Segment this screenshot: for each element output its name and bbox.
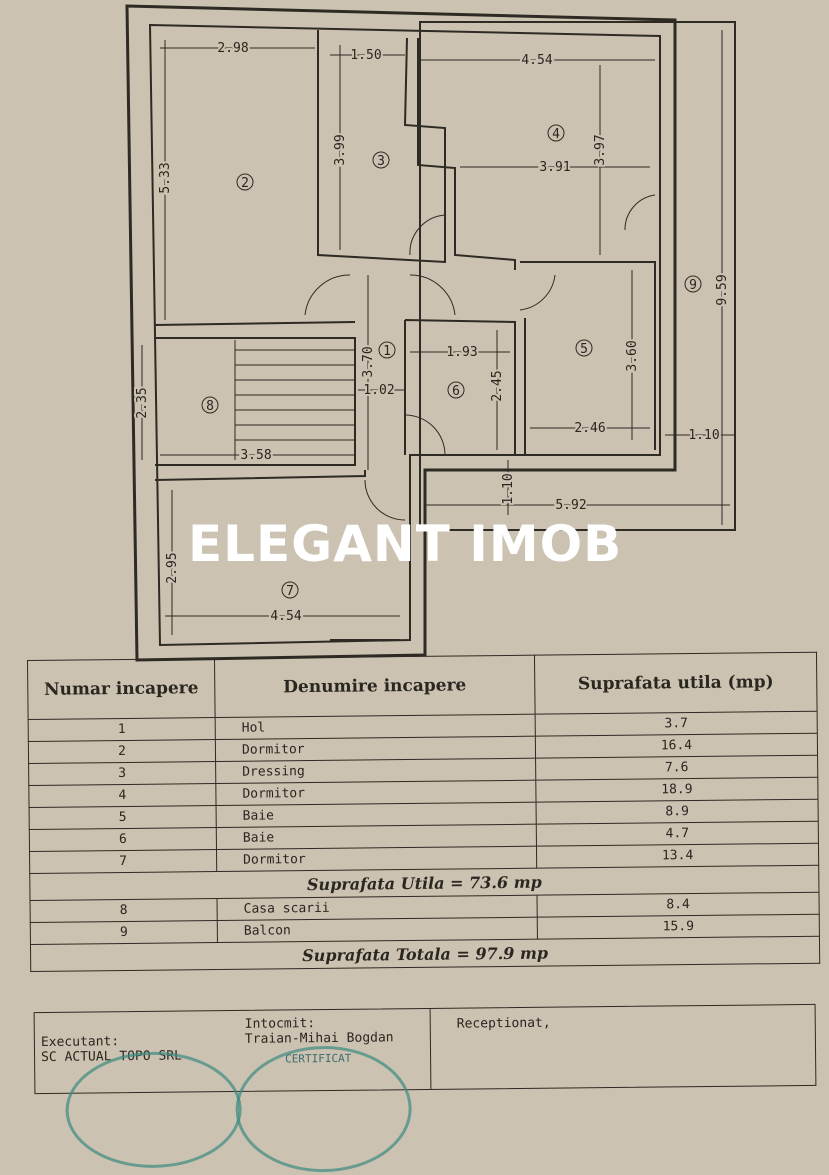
watermark: ELEGANT IMOB: [188, 515, 623, 573]
divider: [429, 1008, 432, 1089]
header-number: Numar incapere: [27, 658, 216, 720]
room-number-cell: 6: [29, 827, 217, 852]
intocmit-label: Intocmit:: [244, 1016, 316, 1032]
dimension-label: 1.93: [446, 345, 477, 360]
room-area-cell: 8.4: [536, 892, 820, 918]
room-number: 6: [452, 384, 460, 399]
dimension-labels: 2.98 1.50 4.54 5.33 3.99 3.97 3.91 9.59 …: [133, 39, 732, 626]
room-area-cell: 15.9: [537, 914, 820, 940]
dimension-label: 2.35: [135, 387, 150, 418]
dimension-label: 2.98: [217, 41, 248, 56]
room-number: 9: [689, 278, 697, 293]
room-number-cell: 5: [29, 805, 217, 830]
certificate-stamp: [234, 1045, 413, 1173]
dimension-lines: [141, 30, 735, 635]
inner-wall: [148, 23, 661, 647]
dimension-label: 3.97: [593, 134, 608, 165]
room-number: 4: [552, 127, 560, 142]
room-number: 1: [383, 344, 391, 359]
header-area: Suprafata utila (mp): [534, 652, 818, 715]
signature-block: Executant: SC ACTUAL TOPO SRL Intocmit: …: [33, 1003, 817, 1173]
floor-plan: 1 2 3 4 5 6 7 8 9 2.98 1.50 4.54 5.33 3.…: [125, 4, 736, 662]
room-area-cell: 16.4: [535, 733, 818, 759]
dimension-label: 3.99: [333, 134, 348, 165]
room-number-cell: 4: [28, 783, 217, 808]
room-area-cell: 13.4: [536, 843, 819, 869]
dimension-label: 1.10: [501, 473, 516, 504]
room-walls: [154, 30, 656, 641]
dimension-label: 1.10: [688, 428, 719, 443]
room-area-cell: 8.9: [536, 799, 819, 825]
room-area-cell: 18.9: [535, 777, 819, 803]
header-name: Denumire incapere: [214, 655, 536, 718]
room-number: 8: [206, 399, 214, 414]
dimension-label: 1.50: [350, 48, 381, 63]
room-area-cell: 7.6: [535, 755, 818, 781]
room-area-cell: 3.7: [535, 711, 818, 737]
company-stamp: [65, 1050, 243, 1169]
outer-wall: [125, 4, 677, 662]
executant-label: Executant:: [40, 1034, 120, 1051]
doors: [304, 194, 656, 521]
dimension-label: 2.95: [165, 552, 180, 583]
room-number-cell: 9: [30, 920, 218, 945]
table-header: Numar incapere Denumire incapere Suprafa…: [27, 652, 818, 720]
dimension-label: 5.92: [555, 498, 586, 513]
room-area-cell: 4.7: [536, 821, 819, 847]
room-number-cell: 3: [28, 761, 216, 786]
room-numbers: 1 2 3 4 5 6 7 8 9: [206, 127, 697, 599]
dimension-label: 1.02: [363, 383, 394, 398]
room-number-markers: [201, 124, 702, 599]
room-number: 2: [241, 176, 249, 191]
room-number: 3: [377, 154, 385, 169]
receptionat-block: Receptionat,: [457, 1016, 552, 1089]
dimension-label: 2.46: [574, 421, 605, 436]
room-number-cell: 2: [28, 739, 216, 764]
intocmit-name: Traian-Mihai Bogdan: [244, 1030, 394, 1047]
balcony-outline: [419, 21, 736, 531]
room-number-cell: 1: [28, 717, 216, 742]
dimension-label: 4.54: [270, 609, 301, 624]
dimension-label: 3.60: [625, 340, 640, 371]
dimension-label: 3.70: [361, 346, 376, 377]
area-table: Numar incapere Denumire incapere Suprafa…: [27, 652, 820, 972]
room-number-cell: 8: [30, 898, 218, 923]
dimension-label: 4.54: [521, 53, 552, 68]
stairs: [234, 340, 355, 460]
dimension-label: 9.59: [715, 274, 730, 305]
receptionat-label: Receptionat,: [456, 1015, 551, 1032]
dimension-label: 2.45: [490, 370, 505, 401]
dimension-label: 3.58: [240, 448, 271, 463]
dimension-label: 3.91: [539, 160, 570, 175]
room-number: 5: [580, 342, 588, 357]
room-number: 7: [286, 584, 294, 599]
room-number-cell: 7: [29, 849, 217, 874]
dimension-label: 5.33: [158, 162, 173, 193]
